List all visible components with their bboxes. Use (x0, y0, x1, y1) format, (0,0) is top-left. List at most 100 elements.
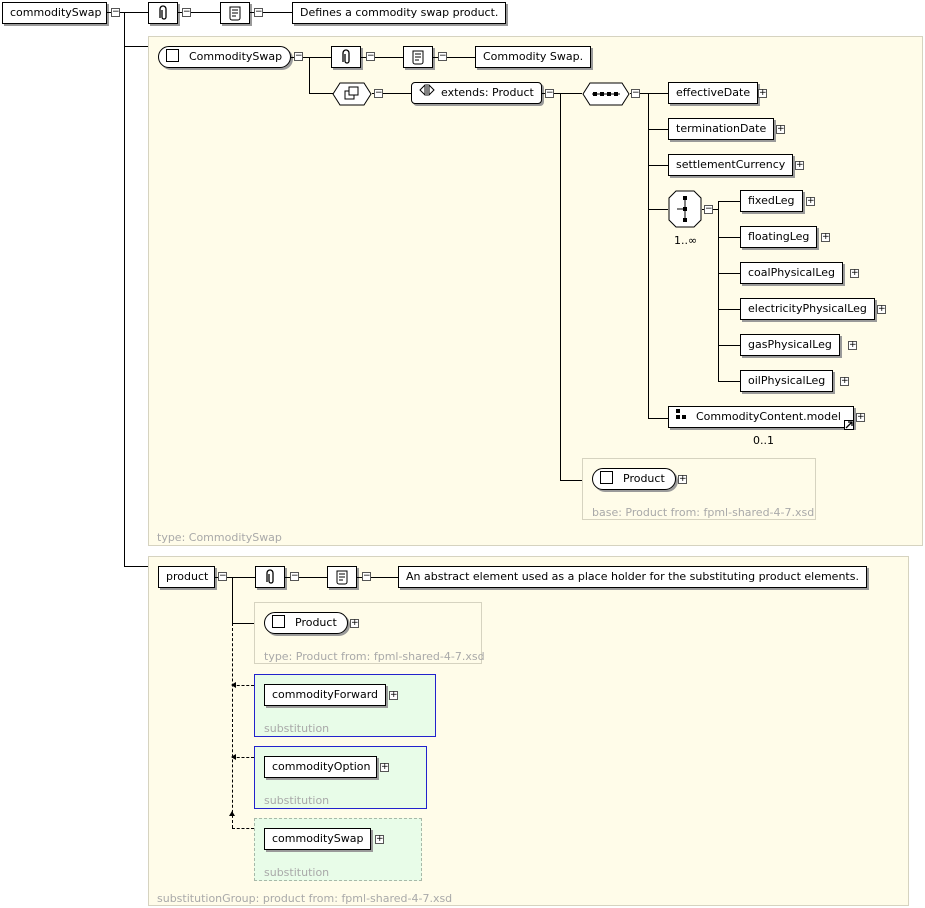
expand-toggle[interactable]: + (795, 160, 804, 170)
element-commodityoption[interactable]: commodityOption (264, 756, 377, 778)
expand-toggle[interactable]: + (678, 474, 687, 484)
connector (718, 237, 740, 238)
documentation-text: An abstract element used as a place hold… (398, 566, 867, 588)
connector (124, 12, 125, 566)
connector (648, 165, 668, 166)
connector (648, 129, 668, 130)
collapse-toggle[interactable]: − (254, 7, 263, 17)
collapse-toggle[interactable]: − (111, 7, 120, 17)
connector (560, 480, 592, 481)
substitution-label: substitution (264, 722, 330, 735)
element-terminationdate[interactable]: terminationDate (668, 118, 775, 140)
extension-icon (419, 83, 435, 103)
group-occurrence: 0..1 (753, 434, 774, 447)
connector (309, 93, 333, 94)
connector (215, 577, 255, 578)
collapse-toggle[interactable]: − (362, 571, 371, 581)
collapse-toggle[interactable]: − (704, 204, 713, 214)
collapse-toggle[interactable]: − (182, 7, 191, 17)
expand-toggle[interactable]: + (758, 88, 767, 98)
element-fixedleg[interactable]: fixedLeg (740, 190, 803, 212)
connector (542, 93, 582, 94)
element-settlementcurrency[interactable]: settlementCurrency (668, 154, 794, 176)
collapse-toggle[interactable]: − (290, 571, 299, 581)
element-commodityswap[interactable]: commoditySwap (264, 828, 371, 850)
connector (178, 12, 220, 13)
connector (648, 418, 668, 419)
type-label: type: CommoditySwap (157, 531, 282, 544)
substitution-group-label: substitutionGroup: product from: fpml-sh… (157, 892, 453, 905)
connector (718, 381, 740, 382)
documentation-text: Commodity Swap. (475, 46, 592, 68)
base-element-product[interactable]: Product (592, 468, 676, 490)
expand-toggle[interactable]: + (840, 376, 849, 386)
expand-toggle[interactable]: + (806, 196, 815, 206)
documentation-icon[interactable] (220, 2, 250, 24)
type-element-name: Product (295, 616, 337, 629)
element-floatingleg[interactable]: floatingLeg (740, 226, 818, 248)
substitution-label: substitution (264, 794, 330, 807)
connector (433, 57, 475, 58)
connector (648, 93, 668, 94)
connector (648, 209, 668, 210)
expand-toggle[interactable]: + (848, 340, 857, 350)
substitution-connector (232, 685, 254, 686)
expand-toggle[interactable]: + (350, 618, 359, 628)
arrowhead-icon (231, 682, 236, 688)
element-coalphysicalleg[interactable]: coalPhysicalLeg (740, 262, 844, 284)
connector (361, 57, 403, 58)
element-electricityphysicalleg[interactable]: electricityPhysicalLeg (740, 298, 875, 320)
connector (718, 201, 740, 202)
group-ref-commoditycontent-model[interactable]: CommodityContent.model (668, 406, 854, 428)
connector (357, 577, 398, 578)
substitution-label: substitution (264, 866, 330, 879)
choice-icon[interactable] (668, 190, 702, 228)
type-element-product[interactable]: Product (264, 612, 348, 634)
extension-product[interactable]: extends: Product (411, 82, 542, 104)
collapse-toggle[interactable]: − (294, 51, 303, 61)
expand-toggle[interactable]: + (856, 412, 865, 422)
annotation-icon[interactable] (255, 566, 285, 588)
collapse-toggle[interactable]: − (545, 88, 554, 98)
type-label: type: Product from: fpml-shared-4-7.xsd (264, 650, 485, 663)
annotation-icon[interactable] (331, 46, 361, 68)
element-product-head[interactable]: product (158, 566, 215, 588)
annotation-icon[interactable] (148, 2, 178, 24)
collapse-toggle[interactable]: − (366, 51, 375, 61)
base-element-name: Product (623, 472, 665, 485)
element-effectivedate[interactable]: effectiveDate (668, 82, 759, 104)
sequence-icon[interactable] (582, 82, 630, 106)
element-oilphysicalleg[interactable]: oilPhysicalLeg (740, 370, 834, 392)
arrowhead-icon (229, 811, 235, 816)
complex-content-icon[interactable] (332, 82, 372, 106)
expand-toggle[interactable]: + (776, 124, 785, 134)
collapse-toggle[interactable]: − (438, 51, 447, 61)
element-gasphysicalleg[interactable]: gasPhysicalLeg (740, 334, 840, 356)
expand-toggle[interactable]: + (375, 834, 384, 844)
expand-toggle[interactable]: + (821, 232, 830, 242)
collapse-toggle[interactable]: − (631, 88, 640, 98)
connector (718, 273, 740, 274)
documentation-icon[interactable] (327, 566, 357, 588)
collapse-toggle[interactable]: − (374, 88, 383, 98)
expand-toggle[interactable]: + (389, 690, 398, 700)
expand-toggle[interactable]: + (380, 762, 389, 772)
connector (372, 93, 411, 94)
connector (718, 309, 740, 310)
connector (560, 93, 561, 480)
complex-type-commodityswap[interactable]: CommoditySwap (158, 46, 291, 68)
connector (232, 623, 264, 624)
base-label: base: Product from: fpml-shared-4-7.xsd (592, 506, 815, 519)
complex-type-icon (166, 49, 179, 62)
collapse-toggle[interactable]: − (218, 571, 227, 581)
connector (120, 12, 148, 13)
connector (124, 566, 148, 567)
connector (291, 57, 331, 58)
expand-toggle[interactable]: + (850, 268, 859, 278)
root-element-commodityswap[interactable]: commoditySwap (2, 2, 107, 24)
connector (718, 201, 719, 381)
documentation-icon[interactable] (403, 46, 433, 68)
expand-toggle[interactable]: + (877, 304, 886, 314)
arrowhead-icon (231, 754, 236, 760)
element-commodityforward[interactable]: commodityForward (264, 684, 386, 706)
